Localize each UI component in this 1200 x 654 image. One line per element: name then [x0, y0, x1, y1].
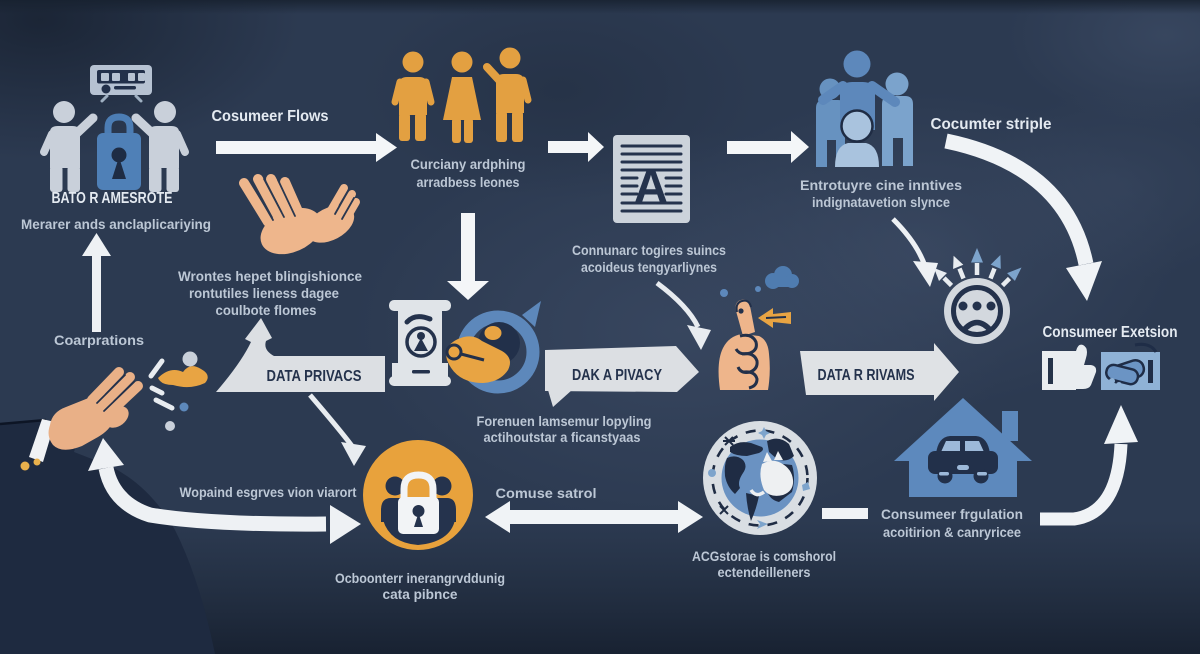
svg-text:Forenuen lamsemur lopyling: Forenuen lamsemur lopyling	[477, 413, 652, 429]
svg-text:A: A	[634, 161, 669, 214]
svg-text:Connunarc togires suincs: Connunarc togires suincs	[572, 242, 726, 258]
svg-text:Coarprations: Coarprations	[54, 332, 144, 348]
svg-text:indignatavetion slynce: indignatavetion slynce	[812, 194, 950, 210]
svg-text:ectendeilleners: ectendeilleners	[718, 564, 811, 580]
svg-text:Wopaind esgrves vion viarort: Wopaind esgrves vion viarort	[180, 484, 357, 500]
svg-text:BATO R AMESROTE: BATO R AMESROTE	[52, 190, 173, 207]
svg-text:coulbote flomes: coulbote flomes	[216, 302, 317, 318]
svg-text:Consumeer Exetsion: Consumeer Exetsion	[1043, 324, 1178, 341]
svg-text:Consumeer frgulation: Consumeer frgulation	[881, 506, 1023, 522]
svg-text:cata pibnce: cata pibnce	[383, 586, 458, 602]
svg-text:actihoutstar a ficanstyaas: actihoutstar a ficanstyaas	[484, 429, 641, 445]
svg-text:Ocboonterr inerangrvddunig: Ocboonterr inerangrvddunig	[335, 570, 505, 586]
svg-text:DATA PRIVACS: DATA PRIVACS	[267, 368, 362, 385]
svg-text:DAK A PIVACY: DAK A PIVACY	[572, 367, 662, 384]
svg-text:Merarer ands anclaplicariying: Merarer ands anclaplicariying	[21, 216, 211, 232]
svg-text:rontutiles lieness dagee: rontutiles lieness dagee	[189, 285, 339, 301]
svg-text:Cocumter striple: Cocumter striple	[931, 116, 1052, 133]
svg-text:Curciany ardphing: Curciany ardphing	[411, 156, 526, 172]
svg-text:Comuse satrol: Comuse satrol	[496, 485, 597, 501]
svg-text:Entrotuyre cine inntives: Entrotuyre cine inntives	[800, 177, 962, 193]
svg-text:ACGstorae is comshorol: ACGstorae is comshorol	[692, 548, 836, 564]
svg-text:Cosumeer Flows: Cosumeer Flows	[212, 108, 329, 125]
svg-text:Wrontes hepet blingishionce: Wrontes hepet blingishionce	[178, 268, 362, 284]
svg-text:DATA R RIVAMS: DATA R RIVAMS	[818, 367, 915, 384]
svg-text:acoitirion & canryricee: acoitirion & canryricee	[883, 524, 1021, 540]
svg-text:arradbess leones: arradbess leones	[417, 174, 520, 190]
svg-text:acoideus tengyarliynes: acoideus tengyarliynes	[581, 259, 717, 275]
